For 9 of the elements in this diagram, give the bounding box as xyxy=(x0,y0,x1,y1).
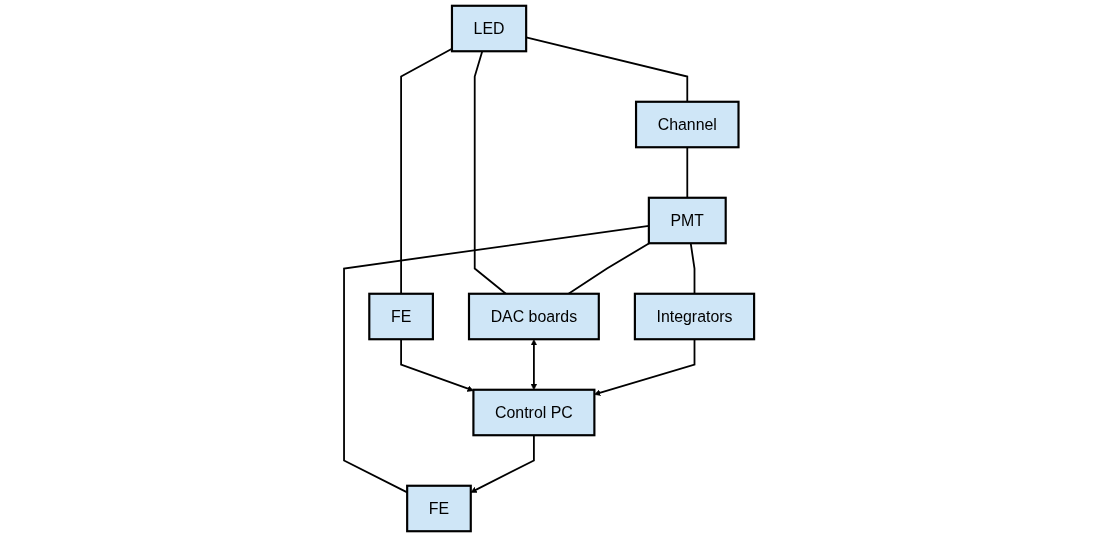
node-box: Integrators xyxy=(633,292,756,341)
node-box: PMT xyxy=(647,196,727,245)
node-box: Control PC xyxy=(472,388,596,437)
node-box: FE xyxy=(368,292,434,341)
node-box: Channel xyxy=(634,100,740,149)
connector xyxy=(343,224,650,494)
node-box: LED xyxy=(450,4,528,53)
node-box: DAC boards xyxy=(467,292,600,341)
node-box: FE xyxy=(406,484,472,533)
